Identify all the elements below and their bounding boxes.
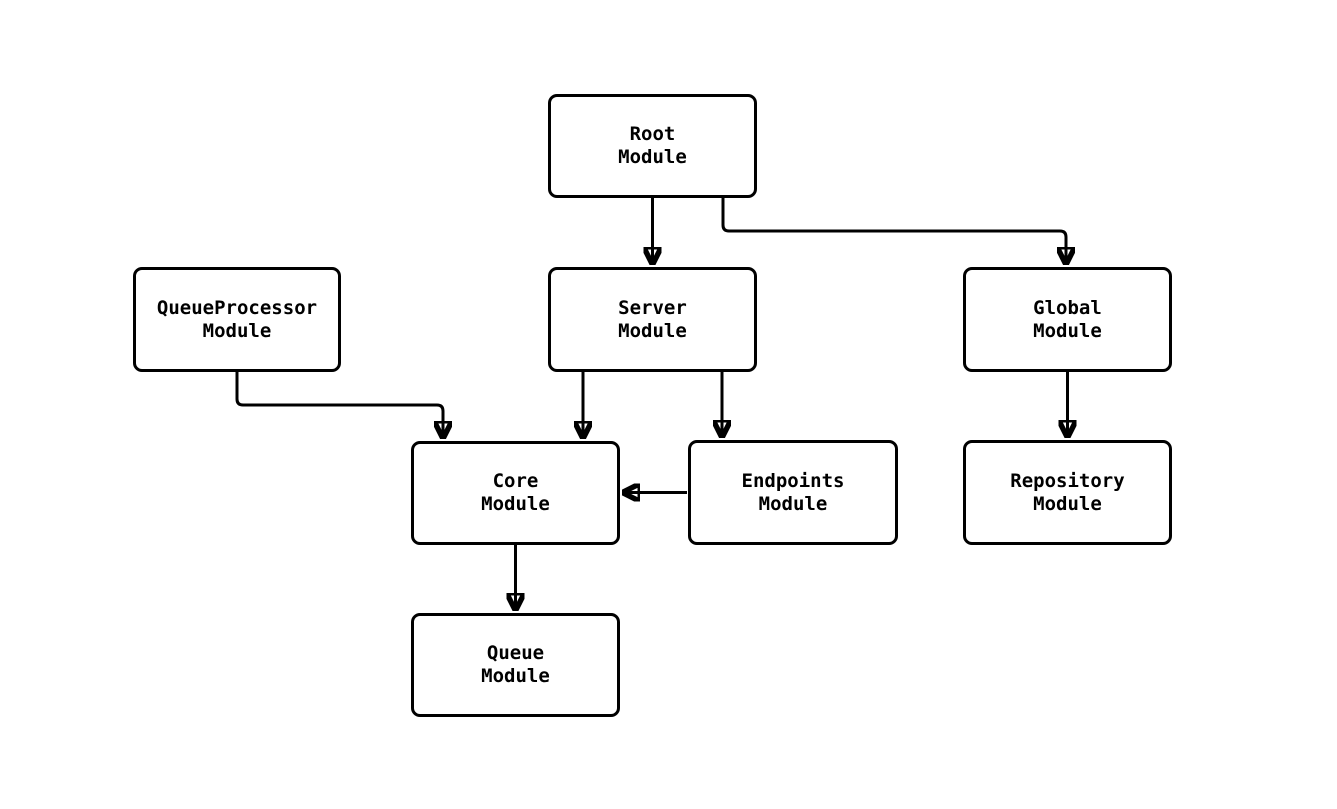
node-core-module: Core Module bbox=[411, 441, 620, 545]
node-label-line1: Endpoints bbox=[741, 469, 845, 492]
node-endpoints-module: Endpoints Module bbox=[688, 440, 898, 545]
edge-root-to-global bbox=[721, 198, 1066, 263]
node-label-line2: Module bbox=[618, 146, 687, 168]
node-label-line2: Module bbox=[481, 665, 550, 687]
edge-queueprocessor-to-core bbox=[235, 372, 443, 437]
node-queue-module: Queue Module bbox=[411, 613, 620, 717]
node-label-line2: Module bbox=[618, 319, 687, 342]
node-global-module: Global Module bbox=[963, 267, 1172, 372]
node-label-line2: Module bbox=[1033, 492, 1102, 515]
node-label-line1: QueueProcessor bbox=[156, 296, 318, 319]
node-label-line1: Core bbox=[492, 470, 539, 492]
node-label-line1: Server bbox=[618, 296, 687, 319]
node-label-line1: Repository bbox=[1010, 469, 1125, 492]
node-label-line2: Module bbox=[758, 492, 828, 515]
node-label-line1: Root bbox=[629, 123, 676, 145]
node-label-line1: Global bbox=[1033, 296, 1102, 319]
node-label-line1: Queue bbox=[486, 642, 545, 664]
node-label-line2: Module bbox=[481, 493, 550, 515]
node-label-line2: Module bbox=[1033, 319, 1102, 342]
node-queueprocessor-module: QueueProcessor Module bbox=[133, 267, 341, 372]
node-repository-module: Repository Module bbox=[963, 440, 1172, 545]
node-root-module: Root Module bbox=[548, 94, 757, 198]
node-server-module: Server Module bbox=[548, 267, 757, 372]
node-label-line2: Module bbox=[202, 319, 272, 342]
